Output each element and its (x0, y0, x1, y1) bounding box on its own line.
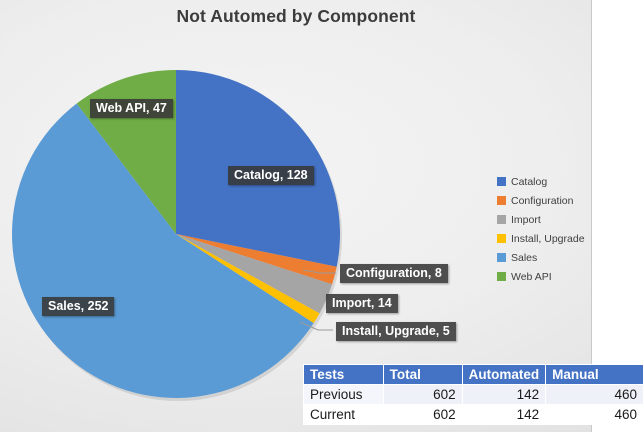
data-label-configuration: Configuration, 8 (340, 264, 448, 283)
table-cell-total: 602 (382, 384, 463, 405)
table-cell-name: Current (303, 404, 384, 425)
legend-swatch-icon (497, 177, 506, 186)
legend-item-label: Configuration (511, 194, 574, 207)
page-background (592, 0, 644, 432)
table-cell-manual: 460 (545, 384, 644, 405)
table-header-row: Tests Total Automated Manual (303, 364, 644, 385)
table-cell-automated: 142 (461, 404, 547, 425)
table-header-automated[interactable]: Automated (461, 364, 547, 385)
legend-swatch-icon (497, 215, 506, 224)
legend-item-configuration[interactable]: Configuration (497, 191, 581, 210)
data-label-web-api: Web API, 47 (90, 99, 173, 118)
legend-item-label: Import (511, 213, 541, 226)
legend-item-label: Web API (511, 270, 552, 283)
legend-swatch-icon (497, 234, 506, 243)
legend-swatch-icon (497, 253, 506, 262)
legend-item-label: Sales (511, 251, 538, 264)
table-header-tests[interactable]: Tests (303, 364, 384, 385)
data-label-import: Import, 14 (326, 294, 398, 313)
legend-item-web-api[interactable]: Web API (497, 267, 581, 286)
table-cell-name: Previous (303, 384, 384, 405)
table-header-total[interactable]: Total (382, 364, 463, 385)
legend-item-install-upgrade[interactable]: Install, Upgrade (497, 229, 585, 248)
table-cell-automated: 142 (461, 384, 547, 405)
legend-item-label: Install, Upgrade (511, 232, 585, 245)
legend-item-import[interactable]: Import (497, 210, 581, 229)
data-label-sales: Sales, 252 (42, 297, 115, 316)
table-cell-manual: 460 (545, 404, 644, 425)
legend-item-label: Catalog (511, 175, 548, 188)
legend-item-catalog[interactable]: Catalog (497, 172, 581, 191)
table-cell-total: 602 (382, 404, 463, 425)
table-header-manual[interactable]: Manual (545, 364, 644, 385)
chart-title: Not Automed by Component (176, 6, 416, 26)
legend-swatch-icon (497, 272, 506, 281)
data-label-catalog: Catalog, 128 (228, 166, 314, 185)
data-label-install-upgrade: Install, Upgrade, 5 (336, 322, 456, 341)
legend-item-sales[interactable]: Sales (497, 248, 581, 267)
legend-swatch-icon (497, 196, 506, 205)
